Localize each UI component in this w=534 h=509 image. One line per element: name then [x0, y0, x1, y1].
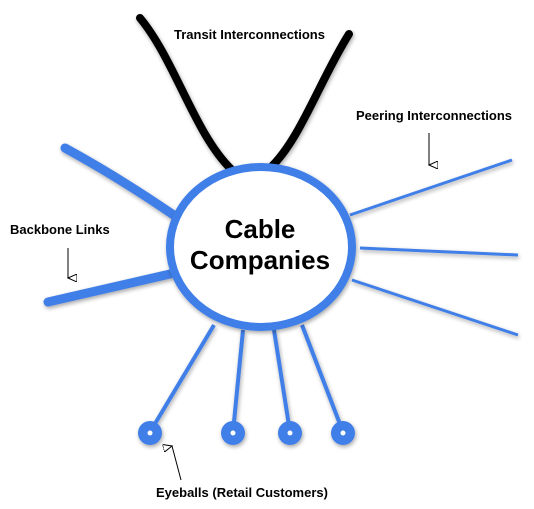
cable-companies-hub — [166, 163, 356, 331]
hub-title: Cable Companies — [160, 214, 360, 276]
eyeballs-label: Eyeballs (Retail Customers) — [156, 485, 328, 500]
peering-link-1 — [349, 158, 513, 217]
hub-title-line1: Cable — [224, 214, 296, 244]
peering-link-3 — [351, 278, 519, 337]
eyeballs-arrow — [172, 446, 182, 481]
peering-link-2 — [359, 246, 519, 257]
backbone-link-lower — [43, 269, 175, 307]
eyeball-node-1-dot — [147, 430, 153, 436]
eyeball-link-4 — [300, 324, 345, 433]
backbone-label: Backbone Links — [10, 222, 110, 237]
transit-line-right — [266, 30, 353, 172]
eyeball-link-2 — [231, 329, 245, 433]
transit-line-left — [136, 14, 236, 174]
hub-title-line2: Companies — [189, 245, 331, 275]
peering-label: Peering Interconnections — [356, 108, 513, 123]
eyeball-link-1 — [148, 323, 216, 434]
eyeball-node-4-dot — [340, 430, 346, 436]
eyeball-link-3 — [272, 329, 292, 433]
eyeball-node-3-dot — [287, 430, 293, 436]
transit-label: Transit Interconnections — [174, 27, 325, 42]
backbone-link-upper — [60, 143, 183, 223]
eyeball-node-2-dot — [230, 430, 236, 436]
